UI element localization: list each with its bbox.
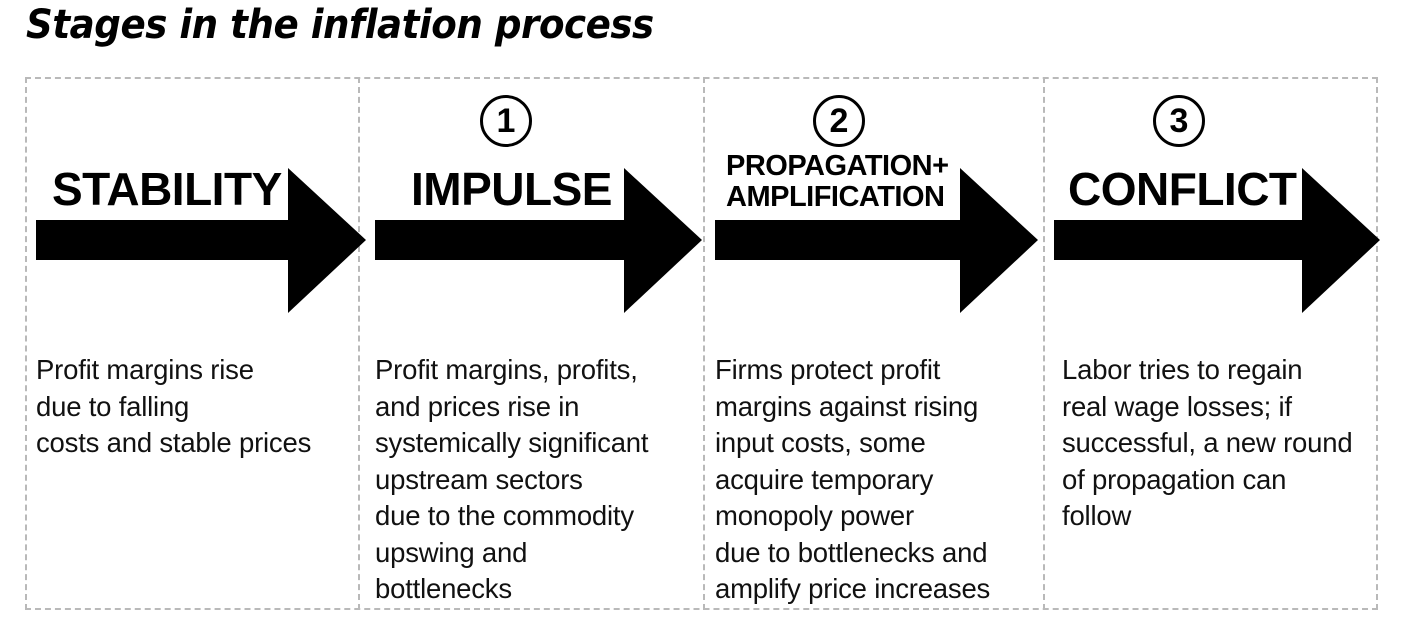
step-badge-3: 3 — [1153, 95, 1205, 147]
panel-divider-3 — [1043, 77, 1045, 610]
panel-divider-1 — [358, 77, 360, 610]
page-title: Stages in the inflation process — [26, 2, 654, 48]
stage-body-propagation: Firms protect profit margins against ris… — [715, 354, 991, 604]
right-arrow-icon-3 — [715, 168, 1038, 313]
step-badge-2: 2 — [813, 95, 865, 147]
stage-body-stability: Profit margins rise due to falling costs… — [36, 354, 312, 458]
right-arrow-icon-4 — [1054, 168, 1380, 313]
diagram-frame — [25, 77, 1378, 610]
stage-panel-stability: STABILITY — [25, 77, 358, 610]
panel-divider-2 — [703, 77, 705, 610]
right-arrow-icon-1 — [36, 168, 366, 313]
stage-panel-conflict: 3 CONFLICT — [1043, 77, 1378, 610]
stage-body-conflict: Labor tries to regain real wage losses; … — [1062, 354, 1353, 531]
stage-panel-propagation: 2 PROPAGATION+ AMPLIFICATION — [703, 77, 1043, 610]
stage-heading-stability: STABILITY — [52, 163, 282, 215]
stage-heading-propagation: PROPAGATION+ AMPLIFICATION — [726, 150, 949, 214]
stage-panel-impulse: 1 IMPULSE — [358, 77, 703, 610]
right-arrow-icon-2 — [375, 168, 702, 313]
stage-heading-impulse: IMPULSE — [411, 163, 612, 215]
stage-heading-conflict: CONFLICT — [1068, 163, 1297, 215]
stage-body-impulse: Profit margins, profits, and prices rise… — [375, 354, 649, 604]
step-badge-1: 1 — [480, 95, 532, 147]
